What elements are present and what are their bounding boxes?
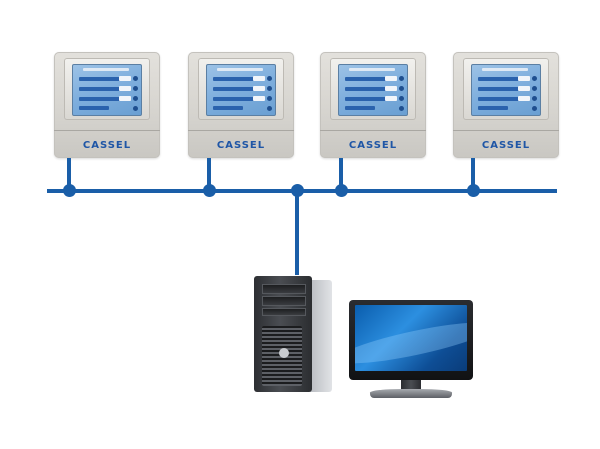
monitor-stand-base — [370, 389, 452, 398]
junction-node-1 — [63, 184, 76, 197]
cassel-device-2: CASSEL — [188, 52, 294, 158]
junction-node-2 — [203, 184, 216, 197]
device-brand-label: CASSEL — [348, 140, 398, 151]
cassel-device-3: CASSEL — [320, 52, 426, 158]
junction-node-4 — [467, 184, 480, 197]
device-drop-line-1 — [67, 158, 71, 191]
device-touchscreen — [338, 64, 408, 116]
junction-node-3 — [335, 184, 348, 197]
device-touchscreen — [72, 64, 142, 116]
device-drop-line-3 — [339, 158, 343, 191]
device-drop-line-4 — [471, 158, 475, 191]
device-drop-line-2 — [207, 158, 211, 191]
monitor-stand-neck — [401, 380, 421, 390]
device-touchscreen — [471, 64, 541, 116]
computer-drop-line — [295, 191, 299, 275]
monitor-screen — [355, 305, 467, 371]
cassel-device-1: CASSEL — [54, 52, 160, 158]
cassel-device-4: CASSEL — [453, 52, 559, 158]
device-brand-label: CASSEL — [82, 140, 132, 151]
device-brand-label: CASSEL — [216, 140, 266, 151]
device-brand-label: CASSEL — [481, 140, 531, 151]
device-touchscreen — [206, 64, 276, 116]
junction-node-computer — [291, 184, 304, 197]
computer-tower-icon — [254, 276, 332, 392]
